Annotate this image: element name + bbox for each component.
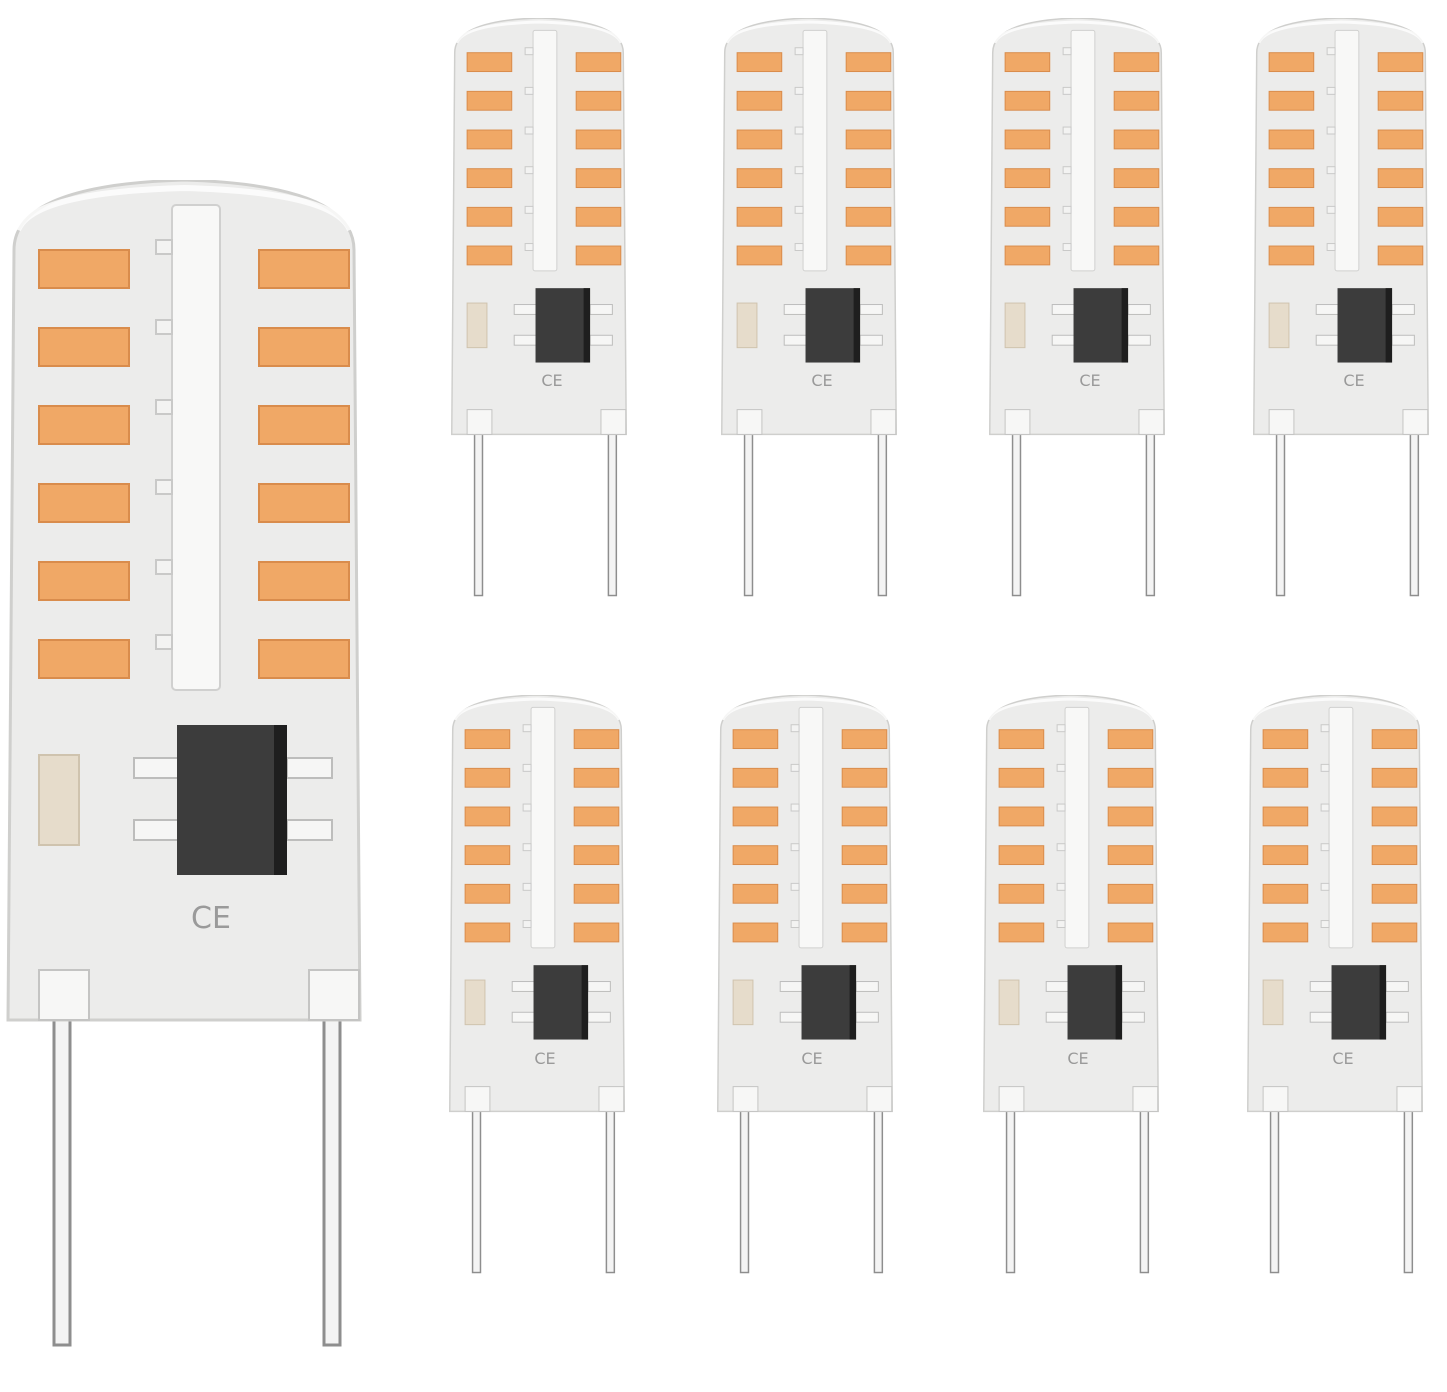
ce-mark: CE xyxy=(1079,371,1100,390)
bulb-bottom-4: CE xyxy=(1245,695,1425,1275)
ce-mark: CE xyxy=(191,901,231,936)
ce-mark: CE xyxy=(534,1049,555,1068)
ce-mark: CE xyxy=(541,371,562,390)
bulb-top-4: CE xyxy=(1251,18,1431,598)
bulb-bottom-3: CE xyxy=(981,695,1161,1275)
bulb-top-1: CE xyxy=(449,18,629,598)
bulb-bottom-2: CE xyxy=(715,695,895,1275)
bulb-large: CE xyxy=(8,180,360,1345)
bulb-bottom-1: CE xyxy=(447,695,627,1275)
ce-mark: CE xyxy=(1343,371,1364,390)
bulb-top-2: CE xyxy=(719,18,899,598)
bulb-top-3: CE xyxy=(987,18,1167,598)
ce-mark: CE xyxy=(811,371,832,390)
ce-mark: CE xyxy=(1067,1049,1088,1068)
ce-mark: CE xyxy=(1332,1049,1353,1068)
ce-mark: CE xyxy=(801,1049,822,1068)
